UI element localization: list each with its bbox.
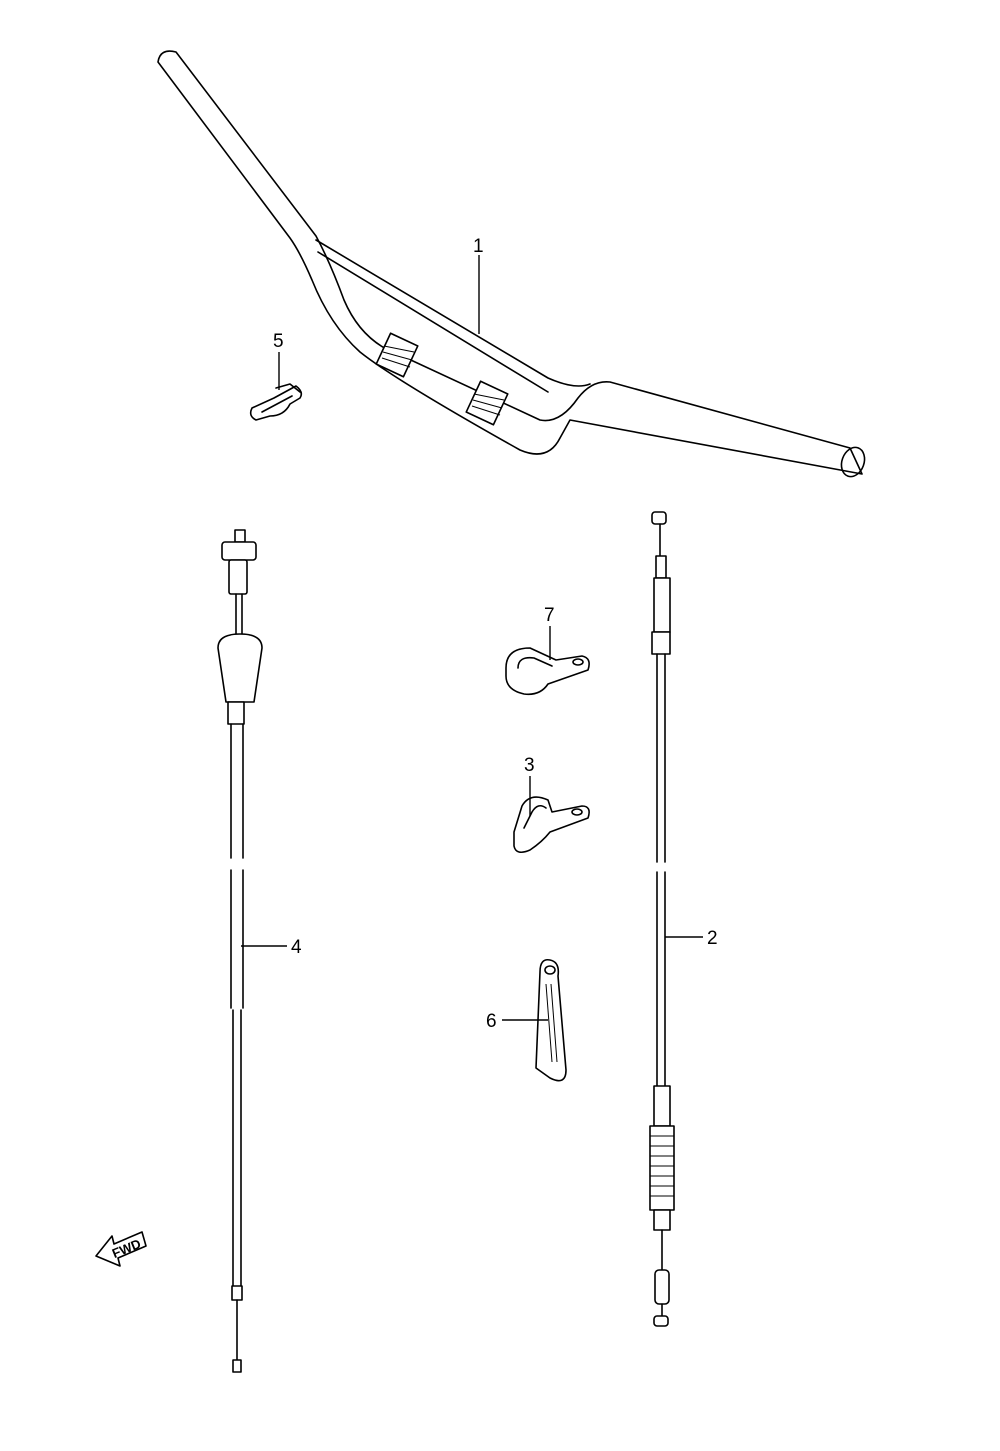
callout-2: 2 bbox=[707, 928, 718, 949]
callout-labels: 1 2 3 4 5 6 7 bbox=[273, 236, 718, 1032]
leader-lines bbox=[241, 255, 703, 1021]
clamp-part-3 bbox=[513, 796, 590, 854]
callout-1: 1 bbox=[473, 236, 484, 257]
callout-6: 6 bbox=[486, 1011, 497, 1032]
clamp-part-5 bbox=[249, 383, 303, 421]
cable-part-2 bbox=[649, 511, 675, 1327]
fwd-arrow-icon: FWD bbox=[95, 1231, 147, 1267]
handlebar-part-1 bbox=[157, 50, 866, 478]
cable-part-4 bbox=[217, 529, 263, 1373]
callout-7: 7 bbox=[544, 605, 555, 626]
callout-5: 5 bbox=[273, 331, 284, 352]
fwd-label: FWD bbox=[110, 1236, 143, 1261]
callout-3: 3 bbox=[524, 755, 535, 776]
guide-part-6 bbox=[535, 958, 567, 1082]
clip-part-7 bbox=[505, 647, 590, 696]
callout-4: 4 bbox=[291, 937, 302, 958]
